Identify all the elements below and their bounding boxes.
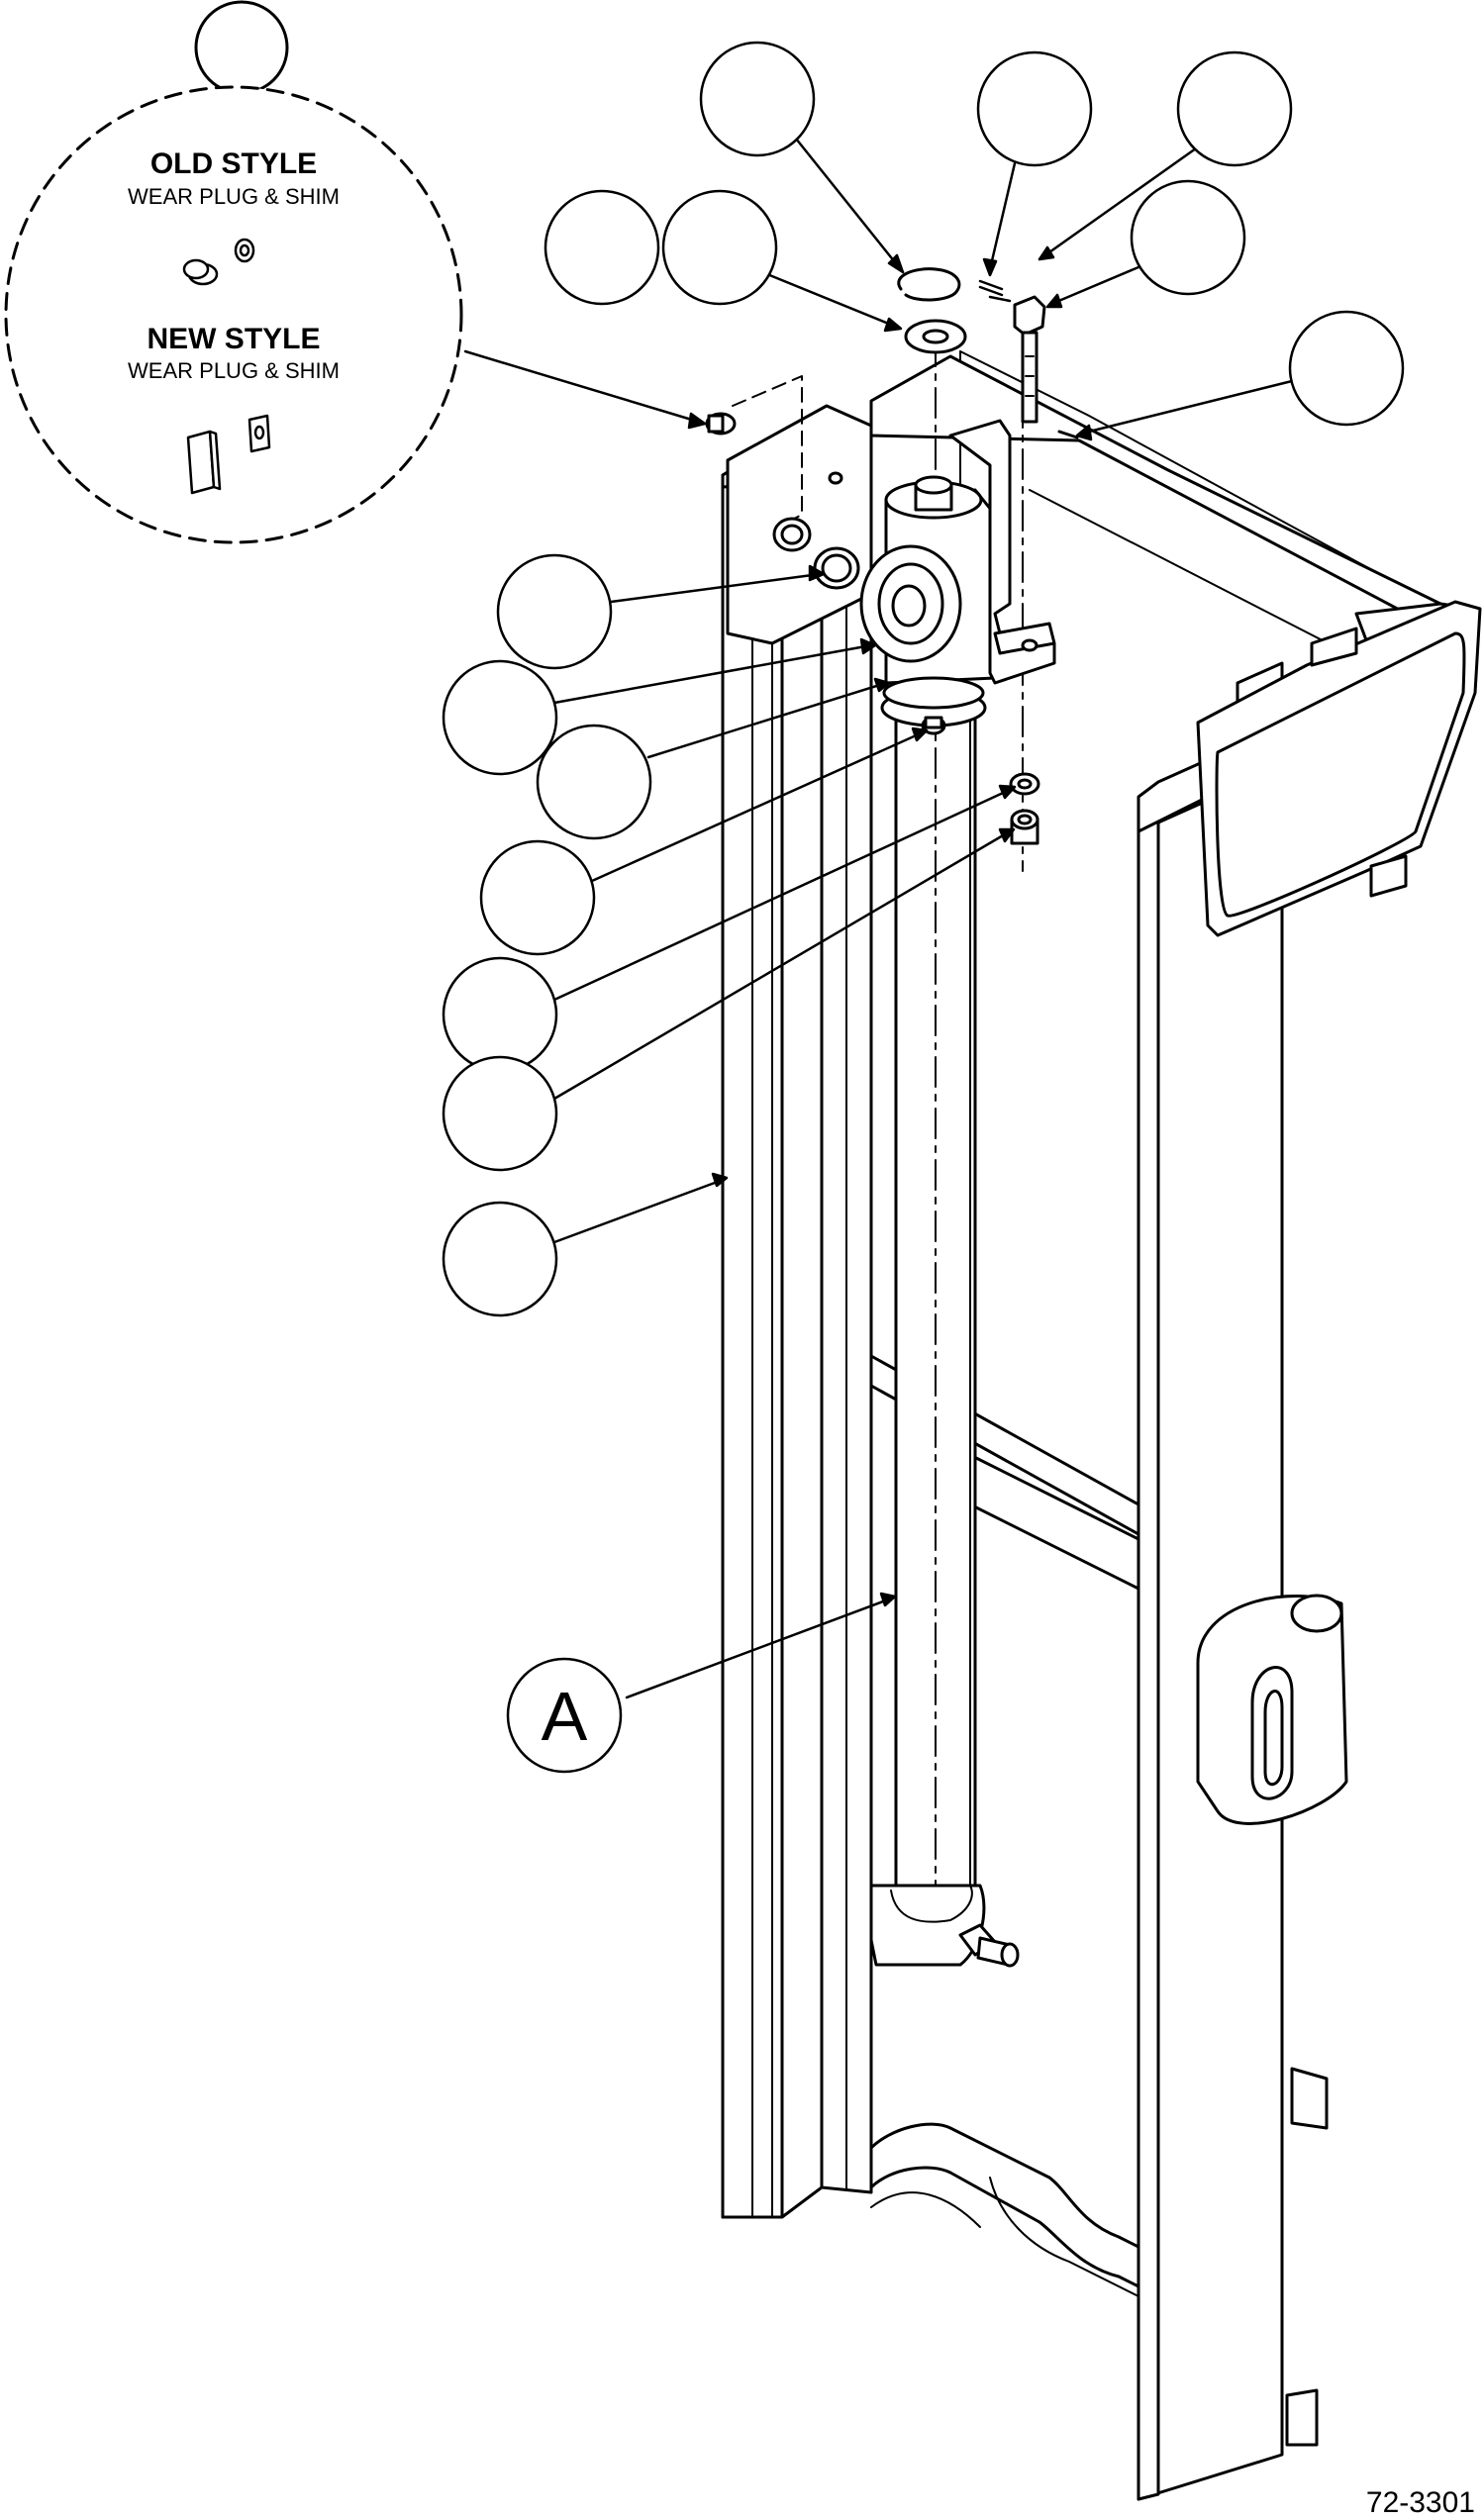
bolt — [1013, 295, 1046, 424]
figure-number: 72-3301 — [1366, 2486, 1475, 2519]
callout-bubble — [479, 839, 596, 956]
bottom-crossmember — [869, 2122, 1140, 2288]
right-rail-bottom-tab — [1285, 2388, 1319, 2447]
callout-bubble — [496, 553, 613, 670]
callout-bubble-inset-top — [194, 0, 289, 95]
lift-cylinder — [859, 336, 1056, 1968]
nut — [1009, 772, 1040, 796]
hydraulic-fitting — [958, 1923, 1020, 1968]
callout-bubble — [1288, 310, 1405, 427]
new-shim-icon — [247, 414, 271, 453]
chain-anchor-slot — [1250, 1666, 1294, 1800]
callout-bubble — [661, 189, 778, 306]
callout-bubble-a — [506, 1657, 623, 1774]
washer — [904, 319, 967, 354]
plate-wear-plug — [772, 517, 812, 552]
cotter-pins — [978, 279, 1012, 303]
inset-wear-plug: OLD STYLE WEAR PLUG & SHIM NEW STYLE WEA… — [4, 0, 463, 544]
inset-new-subtitle: WEAR PLUG & SHIM — [128, 358, 340, 383]
spacer — [1010, 809, 1039, 845]
callout-bubble — [442, 956, 558, 1073]
inset-new-title: NEW STYLE — [147, 323, 320, 355]
new-wear-plug-icon — [186, 430, 222, 495]
callout-bubble — [1176, 50, 1293, 167]
callout-bubble — [442, 1055, 558, 1172]
callout-bubble — [536, 724, 652, 840]
top-frame-outline — [959, 350, 1417, 595]
right-rail-flange — [1137, 815, 1160, 2501]
callout-bubble — [976, 50, 1093, 167]
callout-bubble — [1130, 179, 1246, 296]
hardware-parts — [705, 267, 1079, 845]
mast-frame — [721, 350, 1482, 2501]
right-rail-back-tab — [1290, 2067, 1329, 2130]
callout-bubbles — [442, 41, 1405, 1774]
snap-ring — [897, 267, 961, 302]
tilt-block-lug-top — [1310, 627, 1358, 667]
cylinder-base-mount — [869, 1884, 986, 1967]
leader-lines — [463, 132, 1294, 1699]
callout-bubble — [442, 659, 558, 776]
wear-plug-part — [705, 412, 737, 436]
inset-old-subtitle: WEAR PLUG & SHIM — [128, 184, 340, 209]
callout-bubble — [442, 1201, 558, 1317]
callout-bubble — [544, 189, 660, 306]
old-wear-plug-icon — [182, 258, 219, 286]
small-pin — [1057, 430, 1079, 439]
callout-label-a: A — [542, 1678, 588, 1755]
bearing-shim-ring — [813, 546, 860, 590]
tilt-block-face — [1215, 631, 1466, 918]
bleeder-screw — [921, 716, 946, 735]
old-shim-icon — [234, 238, 255, 263]
inset-old-title: OLD STYLE — [150, 147, 317, 180]
callout-bubble — [699, 41, 816, 157]
inset-dashed-circle — [4, 85, 463, 544]
tilt-block-lug — [1369, 854, 1408, 898]
